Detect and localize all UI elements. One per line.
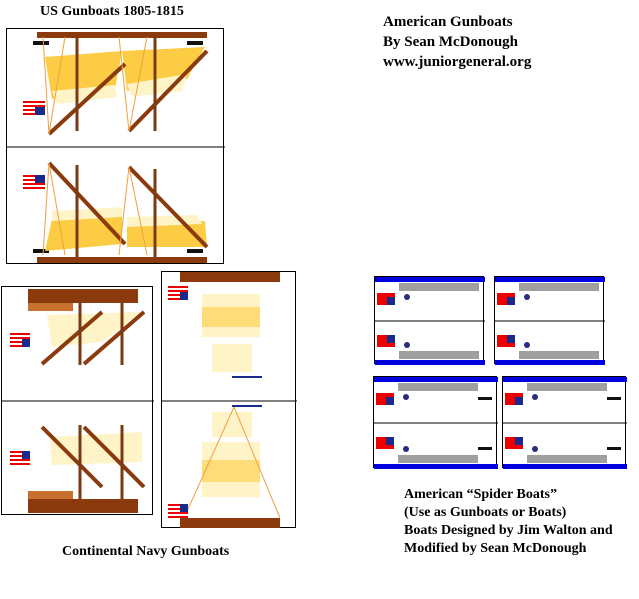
spider-boat-sheet-3	[373, 376, 498, 469]
spider-boat-illustration	[503, 377, 627, 469]
spider-boats-description: American “Spider Boats” (Use as Gunboats…	[404, 486, 613, 558]
grand-union-flag-icon	[10, 333, 30, 347]
continental-side-illustration	[2, 289, 154, 513]
us-flag-icon	[23, 101, 45, 115]
spider-designer: Boats Designed by Jim Walton and	[404, 523, 613, 538]
credits-author: By Sean McDonough	[383, 34, 519, 50]
spider-boat-sheet-4	[502, 376, 627, 469]
grand-union-flag-icon	[168, 286, 188, 300]
continental-gunboat-front-sheet	[161, 271, 297, 528]
spider-boat-sheet-1	[374, 276, 485, 365]
spider-modifier: Modified by Sean McDonough	[404, 541, 587, 556]
credits-block: American Gunboats By Sean McDonough www.…	[383, 12, 531, 72]
continental-front-illustration	[162, 272, 297, 528]
continental-gunboat-side-sheet	[1, 286, 154, 515]
grand-union-flag-icon	[10, 451, 30, 465]
spider-boat-illustration	[375, 277, 485, 365]
grand-union-flag-icon	[168, 504, 188, 518]
credits-title: American Gunboats	[383, 14, 513, 30]
us-gunboats-title: US Gunboats 1805-1815	[40, 4, 184, 19]
continental-title: Continental Navy Gunboats	[62, 544, 230, 559]
spider-usage: (Use as Gunboats or Boats)	[404, 505, 567, 520]
spider-boat-illustration	[374, 377, 498, 469]
spider-boat-sheet-2	[494, 276, 605, 365]
us-flag-icon	[23, 175, 45, 189]
spider-boat-illustration	[495, 277, 605, 365]
us-gunboat-illustration	[7, 32, 225, 263]
us-gunboat-sheet	[6, 28, 225, 264]
credits-url: www.juniorgeneral.org	[383, 54, 532, 70]
spider-title: American “Spider Boats”	[404, 487, 557, 502]
